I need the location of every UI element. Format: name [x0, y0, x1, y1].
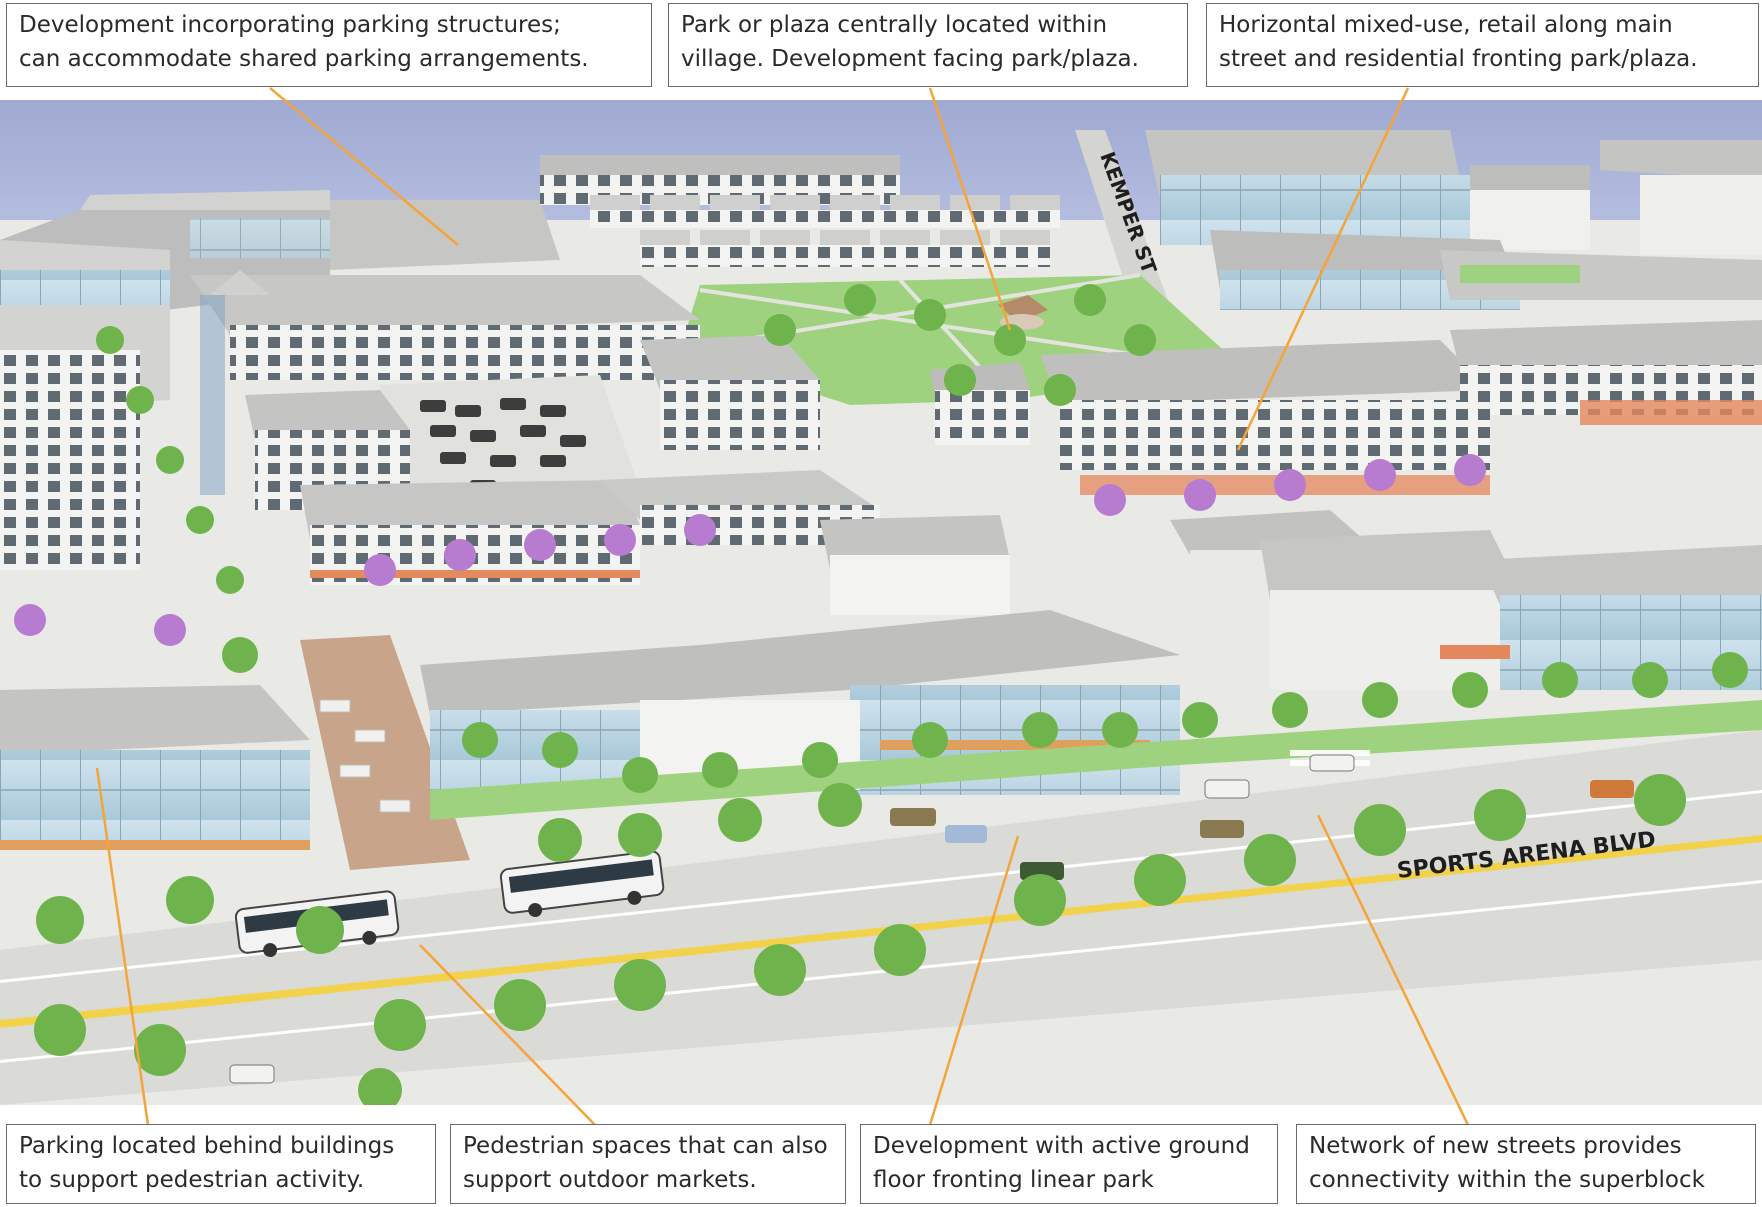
callout-line: street and residential fronting park/pla… — [1219, 46, 1698, 72]
callout-parking-behind: Parking located behind buildings to supp… — [6, 1124, 436, 1204]
callout-line: village. Development facing park/plaza. — [681, 46, 1139, 72]
left-mixed-use-block — [0, 240, 700, 570]
back-right-buildings — [1145, 130, 1762, 310]
left-lower-building — [0, 685, 310, 850]
callout-line: floor fronting linear park — [873, 1167, 1154, 1193]
village-rendering: KEMPER ST SPORTS ARENA BLVD — [0, 100, 1762, 1105]
callout-line: Development incorporating parking struct… — [19, 12, 561, 38]
callout-pedestrian-spaces: Pedestrian spaces that can also support … — [450, 1124, 846, 1204]
callout-line: support outdoor markets. — [463, 1167, 757, 1193]
callout-line: to support pedestrian activity. — [19, 1167, 365, 1193]
callout-parking-structures: Development incorporating parking struct… — [6, 3, 652, 87]
pedestrian-plaza — [300, 635, 470, 870]
callout-line: Parking located behind buildings — [19, 1133, 395, 1159]
callout-line: Development with active ground — [873, 1133, 1250, 1159]
callout-mixed-use: Horizontal mixed-use, retail along main … — [1206, 3, 1759, 87]
flowering-trees — [14, 454, 1486, 646]
right-lower-buildings — [1170, 510, 1762, 690]
linear-park — [430, 700, 1762, 820]
street-trees — [34, 284, 1748, 1105]
callout-line: Pedestrian spaces that can also — [463, 1133, 828, 1159]
middle-buildings — [245, 335, 1010, 615]
callout-line: Horizontal mixed-use, retail along main — [1219, 12, 1673, 38]
street-cars — [229, 754, 1634, 1084]
callout-active-ground-floor: Development with active ground floor fro… — [860, 1124, 1278, 1204]
callout-line: connectivity within the superblock — [1309, 1167, 1705, 1193]
callout-line: Network of new streets provides — [1309, 1133, 1682, 1159]
callout-line: can accommodate shared parking arrangeme… — [19, 46, 589, 72]
callout-park-plaza: Park or plaza centrally located within v… — [668, 3, 1188, 87]
callout-street-network: Network of new streets provides connecti… — [1296, 1124, 1756, 1204]
callout-line: Park or plaza centrally located within — [681, 12, 1108, 38]
